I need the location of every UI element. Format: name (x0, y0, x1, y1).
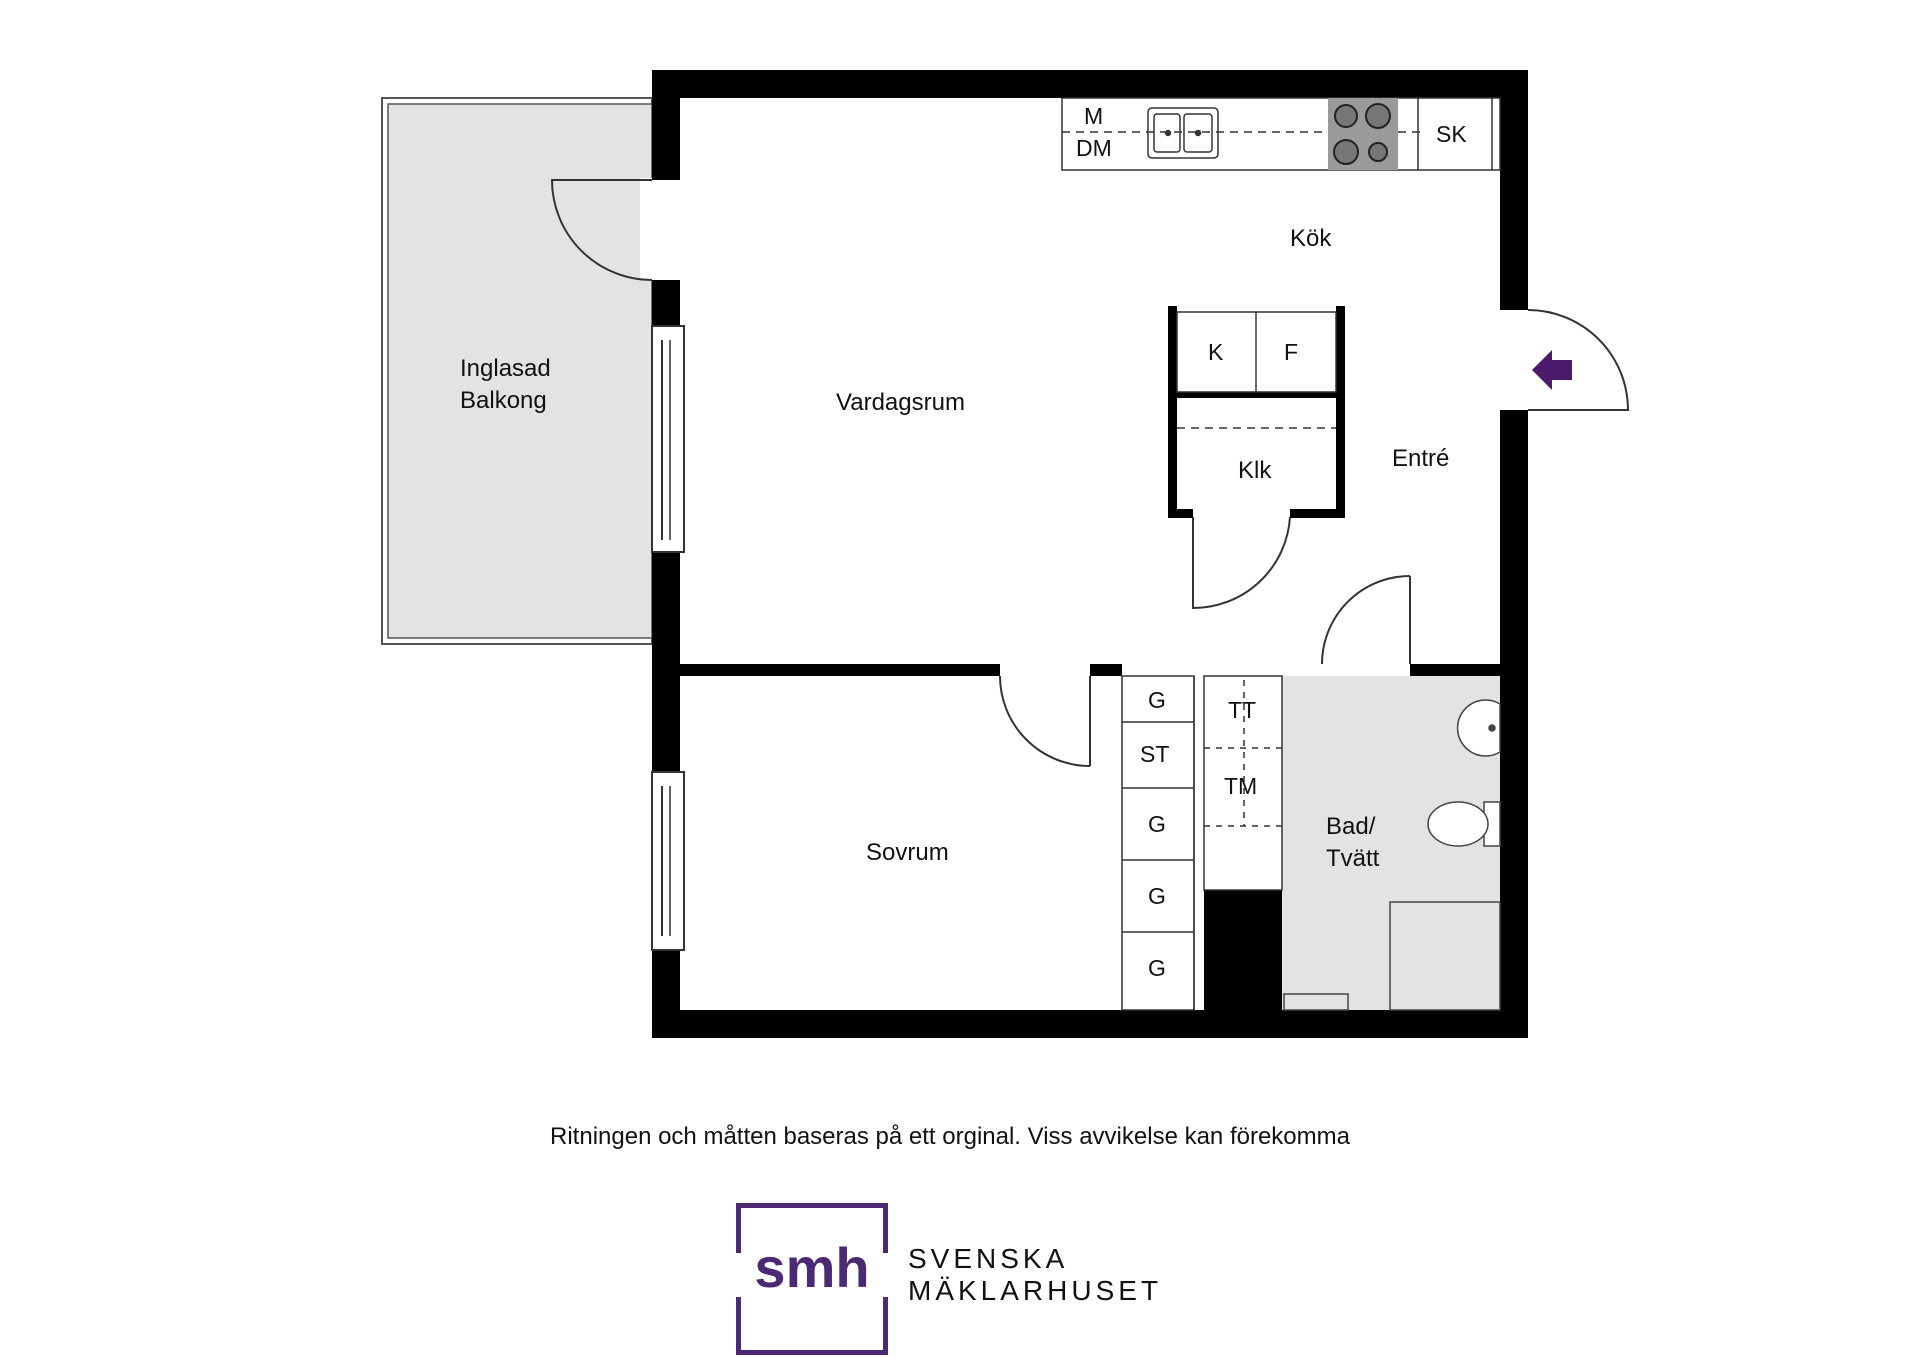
entrance-label: Entré (1392, 445, 1449, 472)
brand-name-line-2: MÄKLARHUSET (908, 1275, 1163, 1306)
bathroom-fixtures (1283, 699, 1501, 1011)
bedroom-door (999, 675, 1091, 767)
wardrobe-label-2: G (1148, 811, 1166, 837)
wardrobe-label-1: G (1148, 687, 1166, 713)
fridge-freezer (1176, 311, 1337, 429)
balcony (381, 97, 680, 645)
laundry (1203, 675, 1283, 891)
balcony-label-2: Balkong (460, 387, 547, 414)
closet-label: Klk (1238, 457, 1272, 484)
closet-door (1192, 516, 1291, 610)
floor-plan: Inglasad Balkong Vardagsrum Kök Entré Kl… (381, 70, 1630, 1038)
balcony-label-1: Inglasad (460, 355, 551, 382)
dryer-label: TT (1228, 697, 1256, 723)
cabinet-sk-label: SK (1436, 121, 1467, 147)
entrance-door (1500, 309, 1630, 411)
fridge-label: K (1208, 339, 1224, 365)
disclaimer-text: Ritningen och måtten baseras på ett orgi… (550, 1123, 1350, 1150)
stove (1328, 98, 1398, 170)
interior-walls (680, 306, 1500, 1010)
freezer-label: F (1284, 339, 1298, 365)
bedroom-label: Sovrum (866, 839, 949, 866)
bathroom-label-1: Bad/ (1326, 813, 1376, 840)
wardrobes (1121, 675, 1195, 1011)
wardrobe-label-4: G (1148, 955, 1166, 981)
microwave-label: M (1084, 103, 1103, 129)
brand-name-line-1: SVENSKA (908, 1243, 1069, 1274)
wardrobe-st-label: ST (1140, 741, 1169, 767)
logo-mark-text: smh (754, 1236, 869, 1299)
brand-logo: smh SVENSKA MÄKLARHUSET (736, 1203, 1158, 1355)
washer-label: TM (1224, 773, 1257, 799)
wardrobe-label-3: G (1148, 883, 1166, 909)
exterior-walls (652, 70, 1528, 1038)
window-bedroom (651, 771, 685, 951)
dishwasher-label: DM (1076, 135, 1112, 161)
smh-logo-icon: smh (736, 1203, 888, 1355)
bathroom-door (1321, 575, 1411, 665)
living-room-label: Vardagsrum (836, 389, 965, 416)
entrance-arrow-icon (1532, 350, 1572, 390)
window-living (651, 325, 685, 553)
kitchen-counter (1061, 97, 1501, 171)
bathroom-label-2: Tvätt (1326, 845, 1380, 872)
kitchen-label: Kök (1290, 225, 1332, 252)
